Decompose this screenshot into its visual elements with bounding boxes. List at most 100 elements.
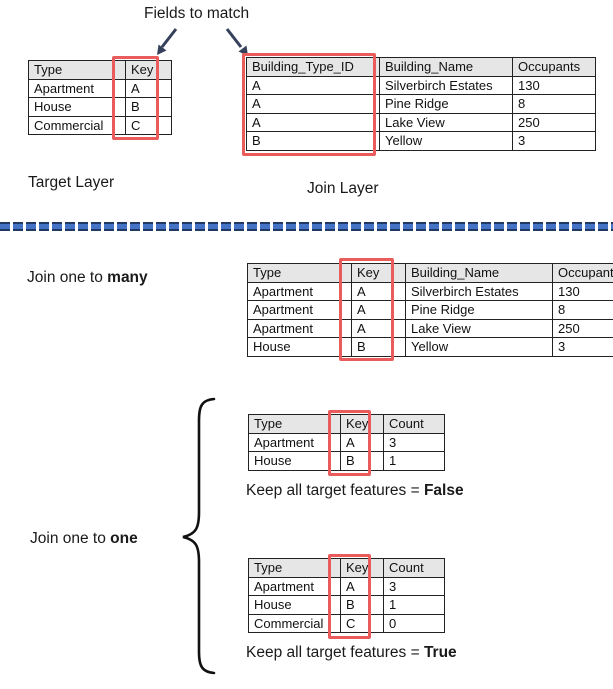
table-cell: B: [340, 451, 384, 471]
table-cell: A: [246, 75, 380, 95]
table-cell: Apartment: [28, 78, 126, 98]
table-cell: Pine Ridge: [405, 300, 553, 320]
table-cell: 0: [383, 613, 445, 633]
table-cell: House: [248, 595, 341, 615]
table-cell: 8: [512, 94, 596, 114]
table-cell: 1: [383, 595, 445, 615]
caption-bold-text: True: [423, 644, 457, 661]
table-cell: 8: [552, 300, 613, 320]
keep-all-false-caption: Keep all target features = False: [246, 482, 464, 500]
table-cell: Commercial: [28, 115, 126, 135]
column-header: Key: [340, 558, 384, 578]
column-header: Building_Type_ID: [246, 57, 380, 77]
table-cell: Lake View: [379, 112, 513, 132]
table-cell: Yellow: [405, 337, 553, 357]
column-header: Building_Name: [379, 57, 513, 77]
table-cell: C: [125, 115, 172, 135]
table-cell: House: [28, 97, 126, 117]
label-bold-text: many: [107, 269, 148, 286]
column-header: Type: [28, 60, 126, 80]
table-cell: A: [340, 432, 384, 452]
table-cell: C: [340, 613, 384, 633]
table-cell: B: [246, 131, 380, 151]
column-header: Key: [125, 60, 172, 80]
table-cell: Apartment: [248, 432, 341, 452]
table-cell: A: [340, 576, 384, 596]
label-text: Join one to: [30, 530, 111, 547]
column-header: Type: [248, 414, 341, 434]
down-right-arrow-icon: [225, 28, 248, 56]
column-header: Type: [248, 558, 341, 578]
table-cell: 250: [552, 318, 613, 338]
table-cell: A: [246, 94, 380, 114]
table-cell: 3: [383, 432, 445, 452]
label-text: Join one to: [27, 269, 108, 286]
curly-brace-icon: [182, 397, 216, 675]
column-header: Count: [383, 414, 445, 434]
table-cell: Apartment: [247, 318, 352, 338]
column-header: Building_Name: [405, 263, 553, 283]
column-header: Type: [247, 263, 352, 283]
table-cell: A: [351, 281, 406, 301]
column-header: Occupants: [552, 263, 613, 283]
target-layer-label: Target Layer: [28, 174, 115, 191]
table-cell: 3: [552, 337, 613, 357]
join-layer-label: Join Layer: [307, 180, 379, 197]
table-cell: A: [125, 78, 172, 98]
table-cell: A: [246, 112, 380, 132]
caption-text: Keep all target features =: [246, 482, 424, 499]
table-cell: Yellow: [379, 131, 513, 151]
column-header: Occupants: [512, 57, 596, 77]
table-cell: House: [248, 451, 341, 471]
join-one-to-one-label: Join one to one: [30, 530, 138, 548]
column-header: Key: [340, 414, 384, 434]
table-cell: Pine Ridge: [379, 94, 513, 114]
one-to-many-result-table: TypeKeyBuilding_NameOccupantsApartmentAS…: [247, 263, 613, 357]
table-cell: 250: [512, 112, 596, 132]
table-cell: Commercial: [248, 613, 341, 633]
caption-text: Keep all target features =: [246, 644, 424, 661]
table-cell: 3: [512, 131, 596, 151]
table-cell: Silverbirch Estates: [405, 281, 553, 301]
table-cell: A: [351, 318, 406, 338]
column-header: Count: [383, 558, 445, 578]
table-cell: B: [125, 97, 172, 117]
fields-to-match-title: Fields to match: [144, 5, 250, 22]
keep-all-true-caption: Keep all target features = True: [246, 644, 457, 662]
table-cell: 3: [383, 576, 445, 596]
table-cell: 130: [552, 281, 613, 301]
caption-bold-text: False: [423, 482, 464, 499]
table-cell: B: [351, 337, 406, 357]
table-cell: B: [340, 595, 384, 615]
table-cell: Apartment: [247, 300, 352, 320]
column-header: Key: [351, 263, 406, 283]
table-cell: House: [247, 337, 352, 357]
table-cell: 130: [512, 75, 596, 95]
down-left-arrow-icon: [157, 28, 178, 55]
table-cell: 1: [383, 451, 445, 471]
